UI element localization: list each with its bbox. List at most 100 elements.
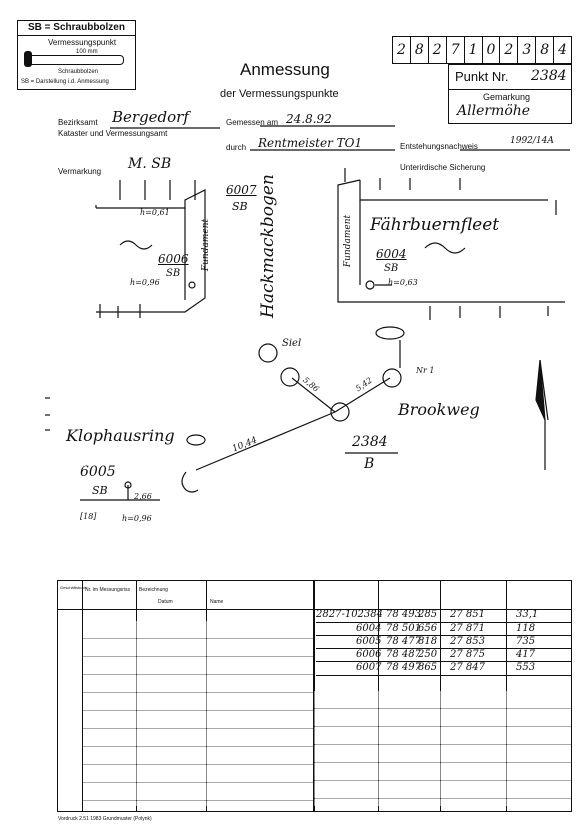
row-id: 6005 — [356, 636, 382, 647]
row-a: 78 487 — [386, 649, 421, 660]
vermarkung-label: Vermarkung — [58, 167, 102, 176]
footer-text: Vordruck 2.51 1983 Grundmuster (Polynk) — [58, 816, 152, 822]
digit-box: 8 — [536, 37, 555, 63]
digit-box: 8 — [411, 37, 429, 63]
entstehung-label: Entstehungsnachweis — [400, 142, 478, 151]
digit-box: 0 — [483, 37, 501, 63]
punkt-label: Punkt Nr. — [455, 69, 509, 84]
row-b: 285 — [418, 609, 438, 620]
legend-title: SB = Schraubbolzen — [18, 21, 135, 36]
row-b: 656 — [418, 623, 438, 634]
row-d: 553 — [516, 662, 536, 673]
digit-box: 2 — [500, 37, 519, 63]
digit-box: 1 — [465, 37, 483, 63]
point-2384: 2384 — [352, 434, 388, 450]
sicherung-label: Unterirdische Sicherung — [400, 163, 486, 172]
col-header: Geschäftsbuch — [60, 585, 87, 590]
digit-box: 7 — [447, 37, 465, 63]
col-header: Nr. im Messungsriss — [85, 587, 131, 593]
digit-box: 3 — [518, 37, 537, 63]
h-96b: h=0,96 — [122, 514, 152, 523]
street-label-brook: Brookweg — [398, 400, 480, 419]
row-id: 6006 — [356, 649, 382, 660]
row-a: 78 501 — [386, 623, 421, 634]
table-row: 2827-102384 78 493 285 27 851 33,1 — [316, 609, 571, 622]
col-header: Name — [210, 599, 224, 605]
row-c: 27 875 — [450, 649, 485, 660]
siel-label: Siel — [282, 338, 302, 349]
legend-bolt-label: Schraubbolzen — [58, 69, 99, 75]
fundament-label-left: Fundament — [201, 218, 212, 272]
table-row: 6007 78 497 865 27 847 553 — [316, 661, 571, 676]
bezirksamt-value: Bergedorf — [112, 108, 189, 126]
street-label-hackmack: Hackmackbogen — [258, 174, 278, 318]
page-subtitle: der Vermessungspunkte — [220, 88, 339, 100]
sb-6004: SB — [384, 263, 399, 274]
street-label-faehr: Fährbuernfleet — [370, 215, 500, 235]
legend-note: SB = Darstellung i.d. Anmessung — [21, 79, 109, 85]
row-id: 6007 — [356, 662, 382, 673]
row-d: 118 — [516, 623, 536, 634]
fundament-label-right: Fundament — [343, 214, 354, 268]
point-6007: 6007 — [226, 183, 257, 197]
street-label-klop: Klophausring — [66, 426, 175, 445]
row-id: 6004 — [356, 623, 382, 634]
bezirksamt-label: Bezirksamt — [58, 118, 98, 127]
number-boxes: 2 8 2 7 1 0 2 3 8 4 — [392, 36, 572, 64]
row-d: 33,1 — [516, 609, 539, 620]
page-title: Anmessung — [240, 60, 330, 79]
entstehung-value: 1992/14A — [510, 136, 554, 146]
row-b: 865 — [418, 662, 438, 673]
point-b: B — [364, 456, 375, 472]
row-c: 27 851 — [450, 609, 485, 620]
row-c: 27 847 — [450, 662, 485, 673]
point-6006: 6006 — [158, 252, 189, 266]
gemessen-value: 24.8.92 — [286, 112, 332, 126]
gemarkung-label: Gemarkung — [483, 92, 531, 102]
dist-18: [18] — [80, 512, 97, 521]
h-61: h=0,61 — [140, 208, 170, 217]
row-b: 250 — [418, 649, 438, 660]
legend-scale: 100 mm — [76, 49, 98, 55]
durch-value: Rentmeister TO1 — [258, 136, 363, 150]
row-a: 78 497 — [386, 662, 421, 673]
row-d: 735 — [516, 636, 536, 647]
row-c: 27 871 — [450, 623, 485, 634]
kataster-label: Kataster und Vermessungsamt — [58, 129, 168, 138]
legend-box: SB = Schraubbolzen Vermessungspunkt 100 … — [17, 20, 136, 90]
digit-box: 4 — [558, 42, 568, 58]
row-c: 27 853 — [450, 636, 485, 647]
gemessen-label: Gemessen am — [226, 118, 279, 127]
row-a: 78 477 — [386, 636, 421, 647]
nr1-label: Nr 1 — [416, 366, 435, 375]
table-row: 6004 78 501 656 27 871 118 — [316, 622, 571, 636]
gemarkung-value: Allermöhe — [457, 103, 531, 119]
point-6004: 6004 — [376, 247, 407, 261]
ruled-lines — [314, 691, 571, 806]
dist-266: 2,66 — [134, 492, 152, 501]
sb-6006: SB — [166, 268, 181, 279]
digit-box: 2 — [429, 37, 447, 63]
ruled-lines — [83, 621, 313, 806]
table-row: 6005 78 477 818 27 853 735 — [316, 635, 571, 649]
row-id: 2827-102384 — [316, 609, 384, 620]
durch-label: durch — [226, 143, 247, 152]
col-header: Datum — [158, 599, 173, 605]
h-63: h=0,63 — [388, 278, 418, 287]
vermarkung-value: M. SB — [128, 156, 172, 172]
punkt-value: 2384 — [531, 68, 567, 84]
h-96: h=0,96 — [130, 278, 160, 287]
row-b: 818 — [418, 636, 438, 647]
punkt-box: Punkt Nr. 2384 Gemarkung Allermöhe — [448, 64, 572, 124]
point-6005: 6005 — [80, 464, 116, 480]
digit-box: 2 — [393, 37, 411, 63]
row-a: 78 493 — [386, 609, 421, 620]
table-row: 6006 78 487 250 27 875 417 — [316, 648, 571, 662]
register-table: Geschäftsbuch Nr. im Messungsriss Bezeic… — [57, 580, 572, 812]
legend-subtitle: Vermessungspunkt — [48, 38, 117, 47]
col-header: Bezeichnung — [139, 587, 168, 593]
bolt-head-icon — [24, 51, 32, 67]
sb-6005: SB — [92, 484, 108, 497]
row-d: 417 — [516, 649, 536, 660]
